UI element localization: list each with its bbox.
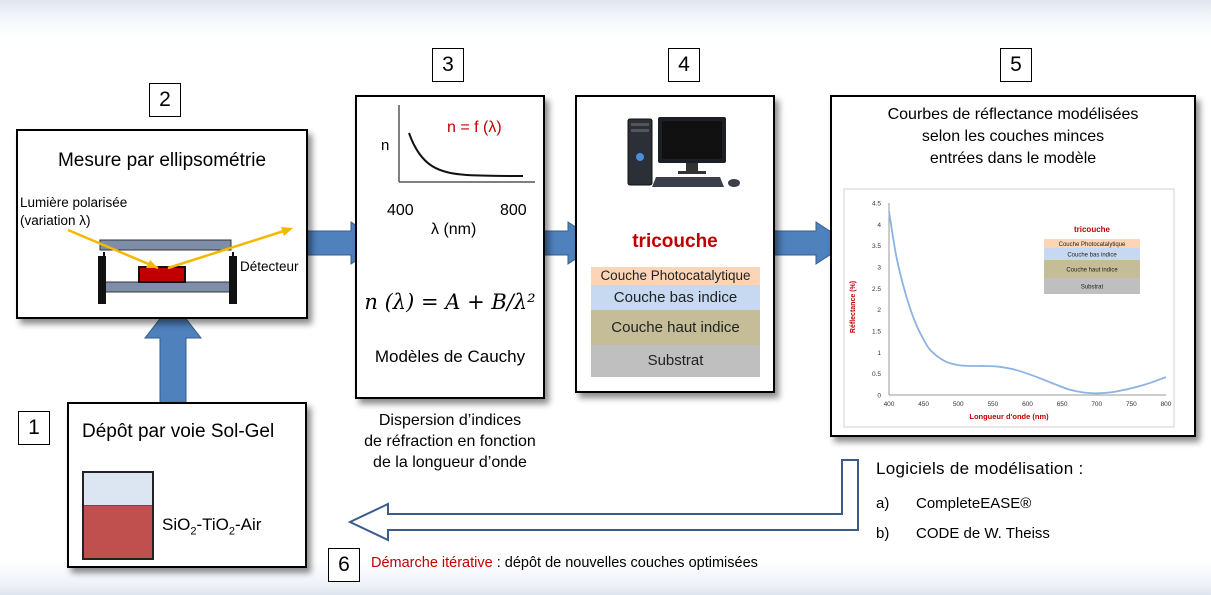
step6-rest: : dépôt de nouvelles couches optimisées bbox=[492, 555, 758, 571]
chart-x-tick-label: 550 bbox=[987, 401, 998, 408]
solution-top bbox=[84, 473, 152, 506]
chart-y-tick-label: 0.5 bbox=[872, 371, 881, 378]
step1-box: Dépôt par voie Sol-Gel SiO2-TiO2-Air bbox=[67, 402, 307, 568]
step-number-5: 5 bbox=[1000, 48, 1032, 82]
software-item-b: CODE de W. Theiss bbox=[916, 525, 1050, 542]
chart-y-tick-label: 0 bbox=[877, 393, 881, 400]
step1-title: Dépôt par voie Sol-Gel bbox=[82, 421, 275, 442]
sketch-x-min: 400 bbox=[387, 202, 414, 219]
chart-x-tick-label: 500 bbox=[953, 401, 964, 408]
step4-box: tricouche Couche Photocatalytique Couche… bbox=[575, 95, 775, 393]
layer-stack: Couche Photocatalytique Couche bas indic… bbox=[591, 267, 760, 377]
legend-layer-label: Couche haut indice bbox=[1066, 267, 1118, 273]
sketch-x-max: 800 bbox=[500, 202, 527, 219]
step5-box: Courbes de réflectance modélisées selon … bbox=[830, 95, 1196, 437]
step-number-1: 1 bbox=[18, 411, 50, 445]
legend-layer-swatch bbox=[1044, 260, 1140, 278]
layer-bas-indice: Couche bas indice bbox=[591, 285, 760, 310]
chart-y-tick-label: 4.5 bbox=[872, 201, 881, 208]
step3-caption-line2: de réfraction en fonction bbox=[364, 433, 536, 450]
chart-y-tick-label: 1.5 bbox=[872, 329, 881, 336]
chart-x-tick-label: 650 bbox=[1057, 401, 1068, 408]
chart-x-tick-label: 450 bbox=[918, 401, 929, 408]
chart-y-tick-label: 1 bbox=[877, 350, 881, 357]
dispersion-sketch bbox=[398, 105, 535, 183]
reflectance-series-line bbox=[888, 211, 1167, 395]
layer-photocatalytique: Couche Photocatalytique bbox=[591, 267, 760, 285]
step3-caption-line3: de la longueur d’onde bbox=[373, 454, 527, 471]
chart-x-tick-label: 700 bbox=[1091, 401, 1102, 408]
chart-legend-title: tricouche bbox=[1074, 225, 1111, 234]
legend-layer-swatch bbox=[1044, 239, 1140, 248]
chart-x-tick-label: 600 bbox=[1022, 401, 1033, 408]
beaker-icon bbox=[82, 471, 154, 560]
chart-y-tick-label: 3 bbox=[877, 265, 881, 272]
feedback-arrow bbox=[347, 459, 859, 542]
step6-text: Démarche itérative : dépôt de nouvelles … bbox=[371, 555, 758, 571]
step3-box: n n = f (λ) 400 800 λ (nm) n (λ) = A + B… bbox=[355, 95, 545, 399]
computer-icon bbox=[627, 117, 740, 187]
chart-x-tick-label: 400 bbox=[884, 401, 895, 408]
sketch-curve-label: n = f (λ) bbox=[447, 119, 502, 136]
step-number-2: 2 bbox=[149, 83, 181, 117]
legend-layer-label: Substrat bbox=[1081, 284, 1104, 290]
chart-y-tick-label: 3.5 bbox=[872, 243, 881, 250]
sketch-y-label: n bbox=[381, 137, 390, 154]
chart-y-tick-label: 4 bbox=[877, 222, 881, 229]
chart-y-tick-label: 2 bbox=[877, 307, 881, 314]
step5-title-line1: Courbes de réflectance modélisées bbox=[887, 106, 1139, 123]
chart-y-tick-label: 2.5 bbox=[872, 286, 881, 293]
layer-haut-indice: Couche haut indice bbox=[591, 310, 760, 345]
step3-caption-line1: Dispersion d’indices bbox=[378, 412, 522, 429]
cauchy-formula: n (λ) = A + B/λ² bbox=[364, 290, 536, 314]
step6-highlight: Démarche itérative bbox=[371, 555, 493, 571]
step2-title: Mesure par ellipsométrie bbox=[57, 150, 267, 171]
cauchy-model-name: Modèles de Cauchy bbox=[374, 347, 526, 366]
chart-x-tick-label: 750 bbox=[1126, 401, 1137, 408]
step-number-6: 6 bbox=[328, 548, 360, 582]
legend-layer-swatch bbox=[1044, 248, 1140, 260]
sketch-x-unit: λ (nm) bbox=[431, 221, 477, 238]
solution-label: SiO2-TiO2-Air bbox=[162, 515, 262, 538]
chart-x-axis-label: Longueur d'onde (nm) bbox=[969, 412, 1049, 421]
light-label-line2: (variation λ) bbox=[20, 213, 91, 228]
legend-layer-label: Couche bas indice bbox=[1067, 252, 1117, 258]
layer-substrat: Substrat bbox=[591, 345, 760, 377]
chart-y-axis-label: Réflectance (%) bbox=[850, 281, 857, 333]
detector-label: Détecteur bbox=[240, 259, 299, 274]
step5-title-line3: entrées dans le modèle bbox=[929, 150, 1097, 167]
chart-x-tick-label: 800 bbox=[1161, 401, 1172, 408]
software-item-a: CompleteEASE® bbox=[916, 495, 1032, 512]
step-number-3: 3 bbox=[432, 48, 464, 82]
step5-title-line2: selon les couches minces bbox=[921, 128, 1105, 145]
legend-layer-swatch bbox=[1044, 278, 1140, 294]
reflectance-chart: Réflectance (%) Longueur d'onde (nm) tri… bbox=[843, 188, 1175, 428]
software-title: Logiciels de modélisation : bbox=[876, 459, 1084, 478]
legend-layer-label: Couche Photocatalytique bbox=[1059, 242, 1126, 248]
ellipsometer-icon bbox=[67, 227, 293, 304]
light-label-line1: Lumière polarisée bbox=[20, 195, 128, 210]
step2-box: Mesure par ellipsométrie Lumière polaris… bbox=[16, 129, 308, 319]
solution-bottom bbox=[84, 506, 152, 558]
software-item-a-marker: a) bbox=[876, 495, 890, 512]
stack-title: tricouche bbox=[632, 231, 718, 252]
step-number-4: 4 bbox=[668, 48, 700, 82]
software-item-b-marker: b) bbox=[876, 525, 890, 542]
